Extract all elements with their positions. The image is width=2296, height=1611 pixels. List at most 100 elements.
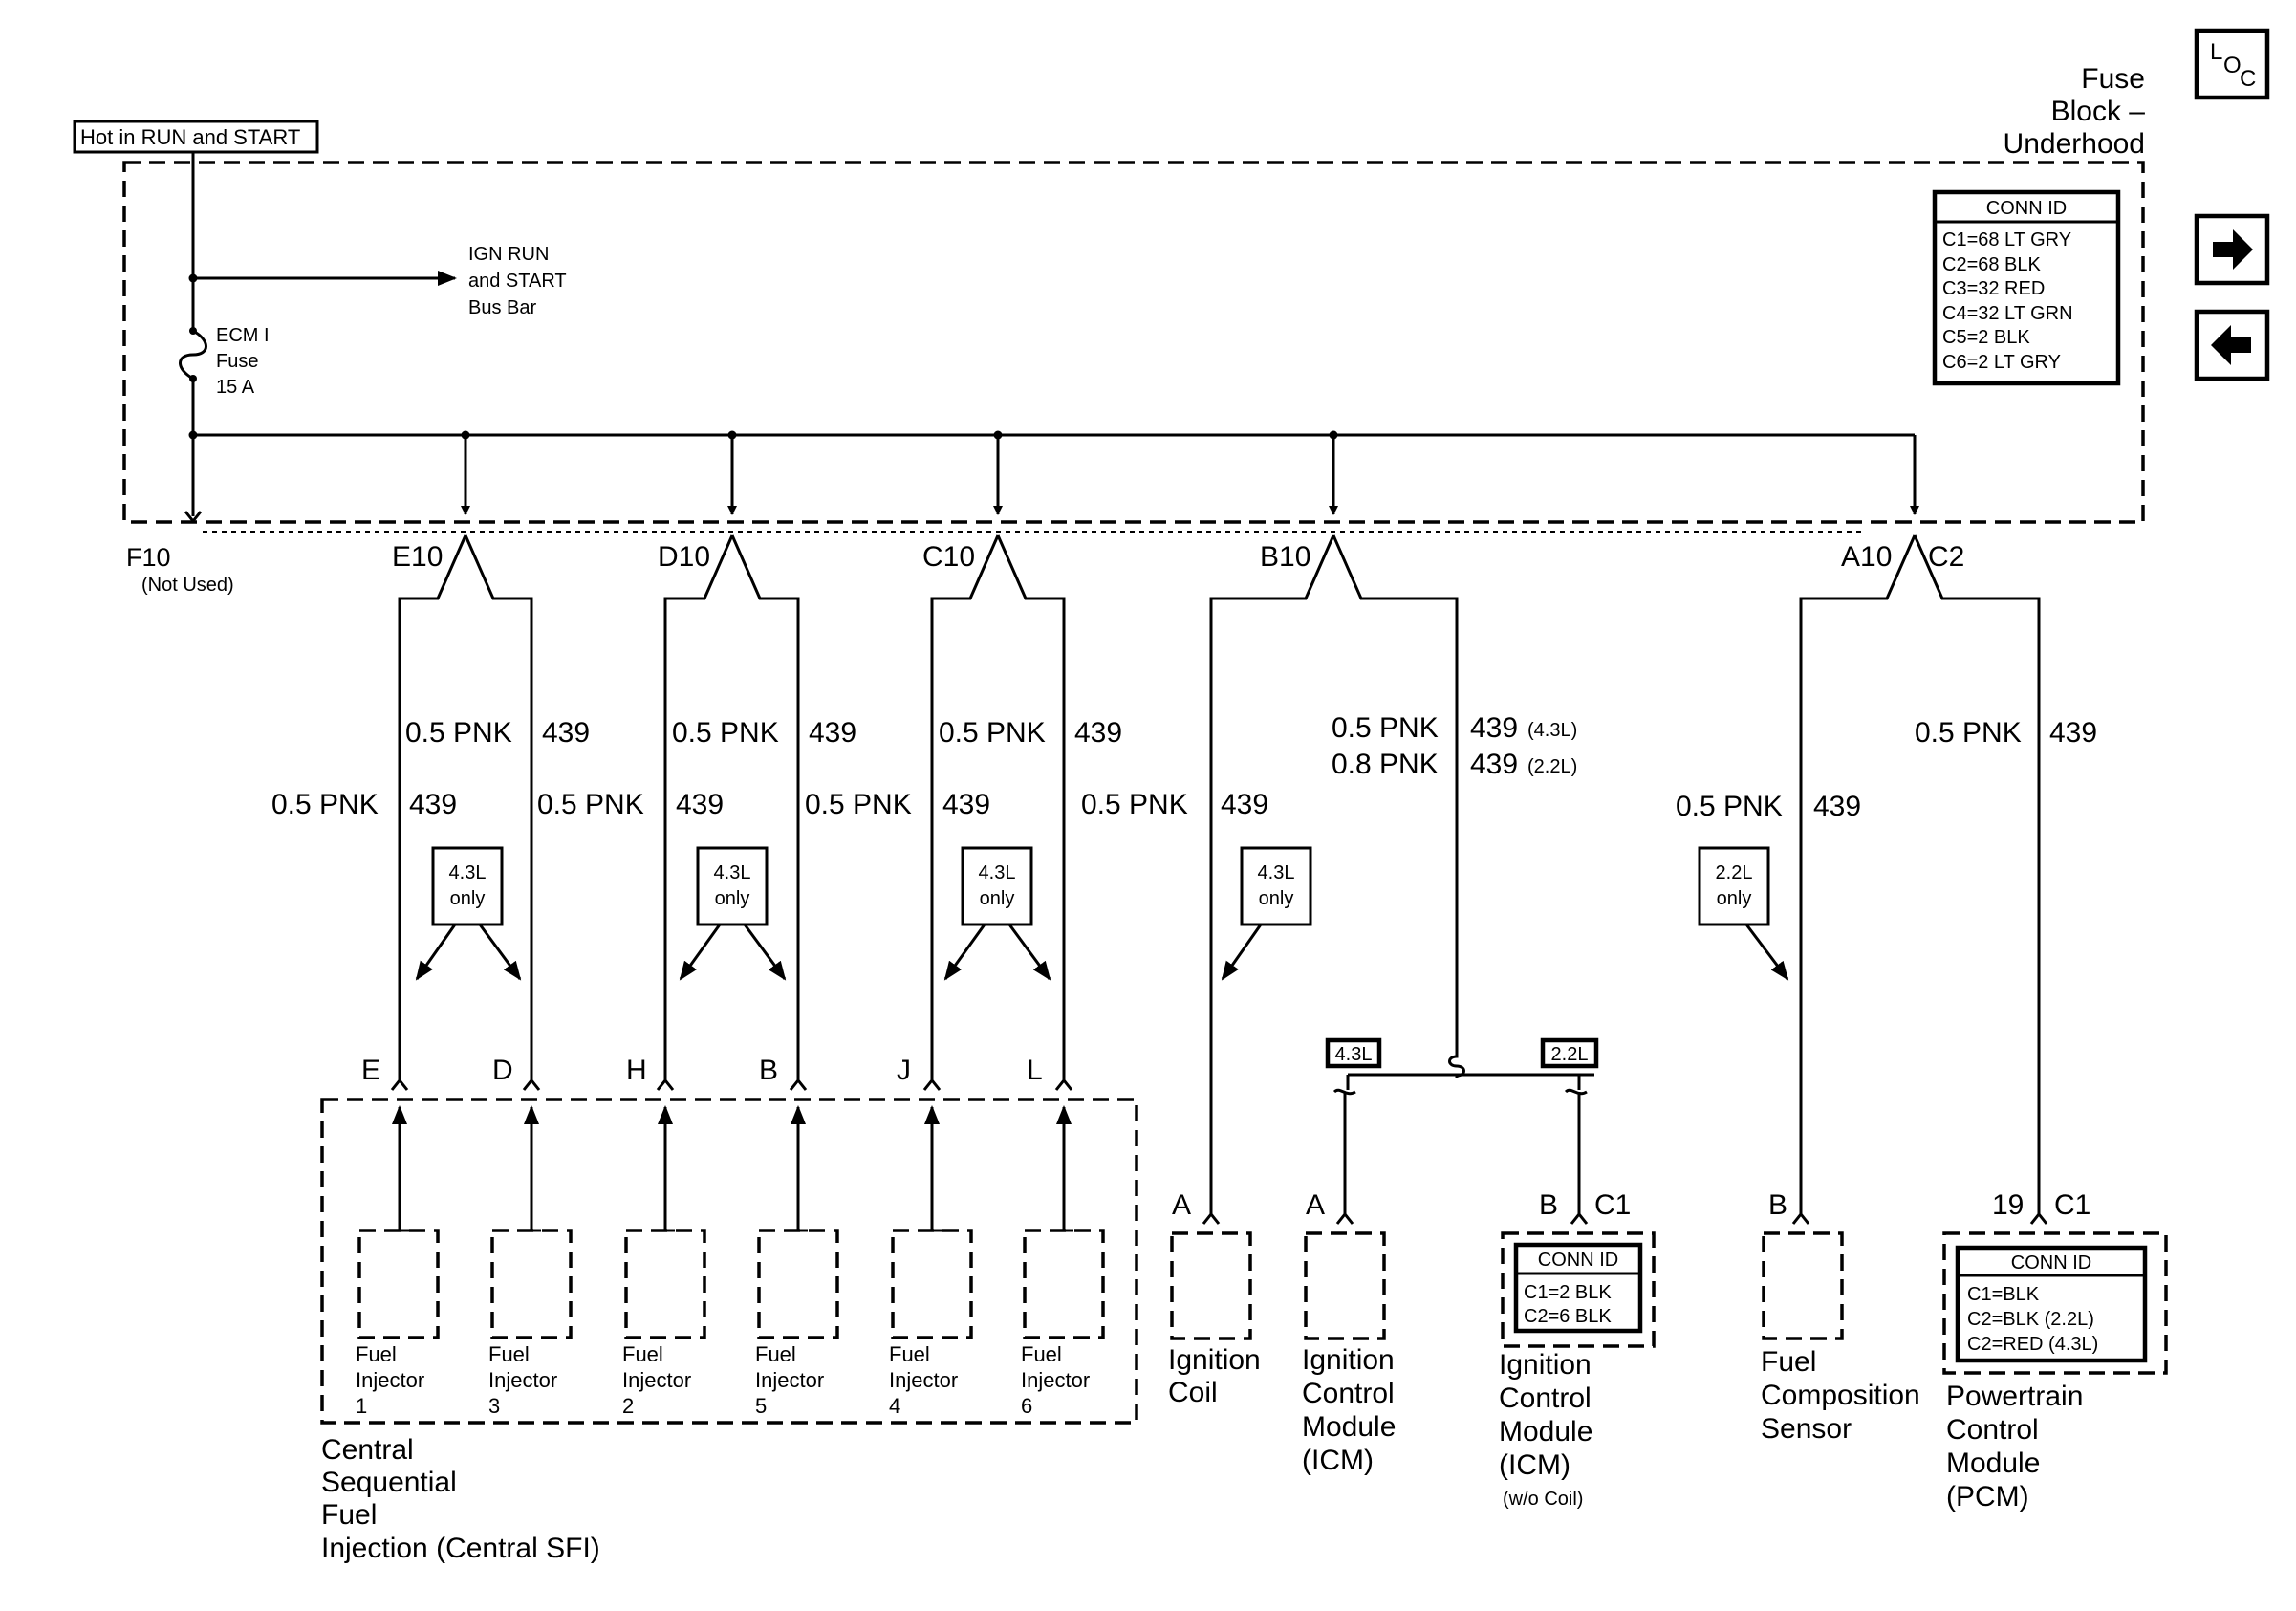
injector-label: Injector bbox=[488, 1368, 557, 1392]
ecm-fuse-label: ECM I Fuse 15 A bbox=[216, 325, 270, 398]
arrow-right-icon[interactable] bbox=[2194, 213, 2270, 286]
conn-id-row: C1=2 BLK bbox=[1524, 1282, 1612, 1303]
pin-a10: A10 bbox=[1841, 541, 1892, 573]
conn-id-header: CONN ID bbox=[1538, 1250, 1618, 1271]
pin-d10: D10 bbox=[658, 541, 710, 573]
injector-label: Injector bbox=[1021, 1368, 1090, 1392]
note-43-only: 4.3L only bbox=[1221, 846, 1312, 981]
conn-id-row: C2=6 BLK bbox=[1524, 1306, 1612, 1327]
injector-4: Fuel Injector 4 bbox=[889, 1229, 973, 1418]
conn-id-row: C3=32 RED bbox=[1942, 278, 2045, 299]
note-text: 4.3L bbox=[714, 862, 751, 883]
bus-bar-label-line2: and START bbox=[468, 271, 567, 292]
component-name: Powertrain bbox=[1946, 1381, 2083, 1412]
note-43-only: 4.3L only bbox=[943, 846, 1051, 981]
connector-c1: C1 bbox=[2054, 1189, 2090, 1221]
note-43-only: 4.3L only bbox=[679, 846, 787, 981]
power-source-label: Hot in RUN and START bbox=[80, 125, 300, 149]
fuse-block-title: Fuse Block – Underhood bbox=[2004, 63, 2146, 160]
wire-color-label: 0.5 PNK bbox=[537, 789, 644, 820]
component-name: Sensor bbox=[1761, 1413, 1852, 1445]
circuit-label: 439 bbox=[1221, 789, 1268, 820]
power-source-box bbox=[73, 120, 319, 154]
pin-c10: C10 bbox=[922, 541, 975, 573]
wire-b10-left bbox=[1209, 534, 1335, 1214]
injector-label: Fuel bbox=[755, 1342, 796, 1366]
wire-color-label: 0.8 PNK bbox=[1332, 749, 1439, 780]
wire-c10-left bbox=[930, 534, 1000, 1080]
component-name: Ignition bbox=[1302, 1344, 1395, 1376]
wire-d10-left bbox=[663, 534, 734, 1080]
conn-id-row: C4=32 LT GRN bbox=[1942, 303, 2073, 324]
pin-j: J bbox=[897, 1055, 911, 1086]
circuit-label: 439 bbox=[542, 717, 590, 749]
central-sfi-outline bbox=[320, 1098, 1138, 1425]
circuit-note: (2.2L) bbox=[1527, 756, 1577, 777]
wire-color-label: 0.5 PNK bbox=[1915, 717, 2022, 749]
wire-c10-right bbox=[996, 534, 1066, 1080]
injector-label: Fuel bbox=[889, 1342, 930, 1366]
wire-e10-left bbox=[398, 534, 467, 1080]
injector-1: Fuel Injector 1 bbox=[356, 1229, 440, 1418]
conn-id-row: C6=2 LT GRY bbox=[1942, 352, 2061, 373]
conn-id-header: CONN ID bbox=[2011, 1252, 2091, 1274]
pin-19: 19 bbox=[1992, 1189, 2024, 1221]
loc-icon[interactable]: L O C bbox=[2194, 28, 2270, 100]
component-name: Module bbox=[1302, 1411, 1396, 1443]
icm-no-coil-module: B C1 CONN ID C1=2 BLK C2=6 BLK Ignition … bbox=[1499, 1189, 1656, 1510]
circuit-label: 439 bbox=[809, 717, 856, 749]
circuit-label: 439 bbox=[1470, 712, 1518, 744]
component-name: Control bbox=[1302, 1378, 1395, 1409]
note-text: 4.3L bbox=[1258, 862, 1295, 883]
pin-a: A bbox=[1172, 1189, 1191, 1221]
injector-number: 1 bbox=[356, 1394, 367, 1418]
circuit-label: 439 bbox=[1470, 749, 1518, 780]
injector-label: Fuel bbox=[622, 1342, 663, 1366]
arrow-left-icon[interactable] bbox=[2194, 309, 2270, 381]
fuel-composition-sensor: B Fuel Composition Sensor bbox=[1761, 1189, 1920, 1445]
connector-c1: C1 bbox=[1594, 1189, 1631, 1221]
sfi-label-line: Central bbox=[321, 1434, 414, 1466]
component-name: Ignition bbox=[1499, 1349, 1592, 1381]
bus-bar-label-line3: Bus Bar bbox=[468, 297, 536, 318]
fuse-block-conn-id: CONN ID C1=68 LT GRY C2=68 BLK C3=32 RED… bbox=[1932, 189, 2121, 386]
circuit-label: 439 bbox=[2049, 717, 2097, 749]
engine-select: 4.3L 2.2L bbox=[1325, 1037, 1599, 1214]
conn-id-row: C1=68 LT GRY bbox=[1942, 229, 2071, 250]
injector-number: 5 bbox=[755, 1394, 767, 1418]
fuse-block-title-line3: Underhood bbox=[2004, 128, 2145, 160]
fuse-block-title-line2: Block – bbox=[2051, 96, 2146, 127]
conn-id-row: C2=BLK (2.2L) bbox=[1967, 1309, 2094, 1330]
pcm-module: 19 C1 CONN ID C1=BLK C2=BLK (2.2L) C2=RE… bbox=[1942, 1189, 2168, 1513]
circuit-label: 439 bbox=[676, 789, 724, 820]
component-name: Module bbox=[1499, 1416, 1592, 1448]
pin-b10: B10 bbox=[1260, 541, 1310, 573]
component-name: (PCM) bbox=[1946, 1481, 2029, 1513]
note-text: 2.2L bbox=[1716, 862, 1753, 883]
fuse-block-title-line1: Fuse bbox=[2081, 63, 2145, 95]
component-name: Control bbox=[1946, 1414, 2039, 1446]
note-text: 4.3L bbox=[449, 862, 487, 883]
component-name: Module bbox=[1946, 1448, 2040, 1479]
injector-5: Fuel Injector 5 bbox=[755, 1229, 839, 1418]
bus-bar-label: IGN RUN and START Bus Bar bbox=[468, 244, 567, 318]
wire-d10-right bbox=[730, 534, 800, 1080]
pin-b: B bbox=[759, 1055, 778, 1086]
circuit-label: 439 bbox=[942, 789, 990, 820]
circuit-label: 439 bbox=[409, 789, 457, 820]
injector-number: 4 bbox=[889, 1394, 900, 1418]
wire-labels: 0.5 PNK 439 0.5 PNK 439 0.5 PNK 439 0.5 … bbox=[271, 712, 2097, 822]
wire-color-label: 0.5 PNK bbox=[1332, 712, 1439, 744]
injector-label: Injector bbox=[755, 1368, 824, 1392]
component-name: Composition bbox=[1761, 1380, 1920, 1411]
pin-f10: F10 bbox=[126, 543, 171, 572]
fuse-label-line2: Fuse bbox=[216, 351, 258, 372]
wire-b10-right bbox=[1332, 534, 1459, 1052]
pin-a: A bbox=[1306, 1189, 1325, 1221]
injector-3: Fuel Injector 3 bbox=[488, 1229, 573, 1418]
fuse-block-outline bbox=[122, 161, 2145, 524]
wire-a10-right bbox=[1913, 534, 2041, 1214]
icm-module: A Ignition Control Module (ICM) bbox=[1302, 1189, 1396, 1476]
injector-number: 2 bbox=[622, 1394, 634, 1418]
circuit-label: 439 bbox=[1813, 791, 1861, 822]
